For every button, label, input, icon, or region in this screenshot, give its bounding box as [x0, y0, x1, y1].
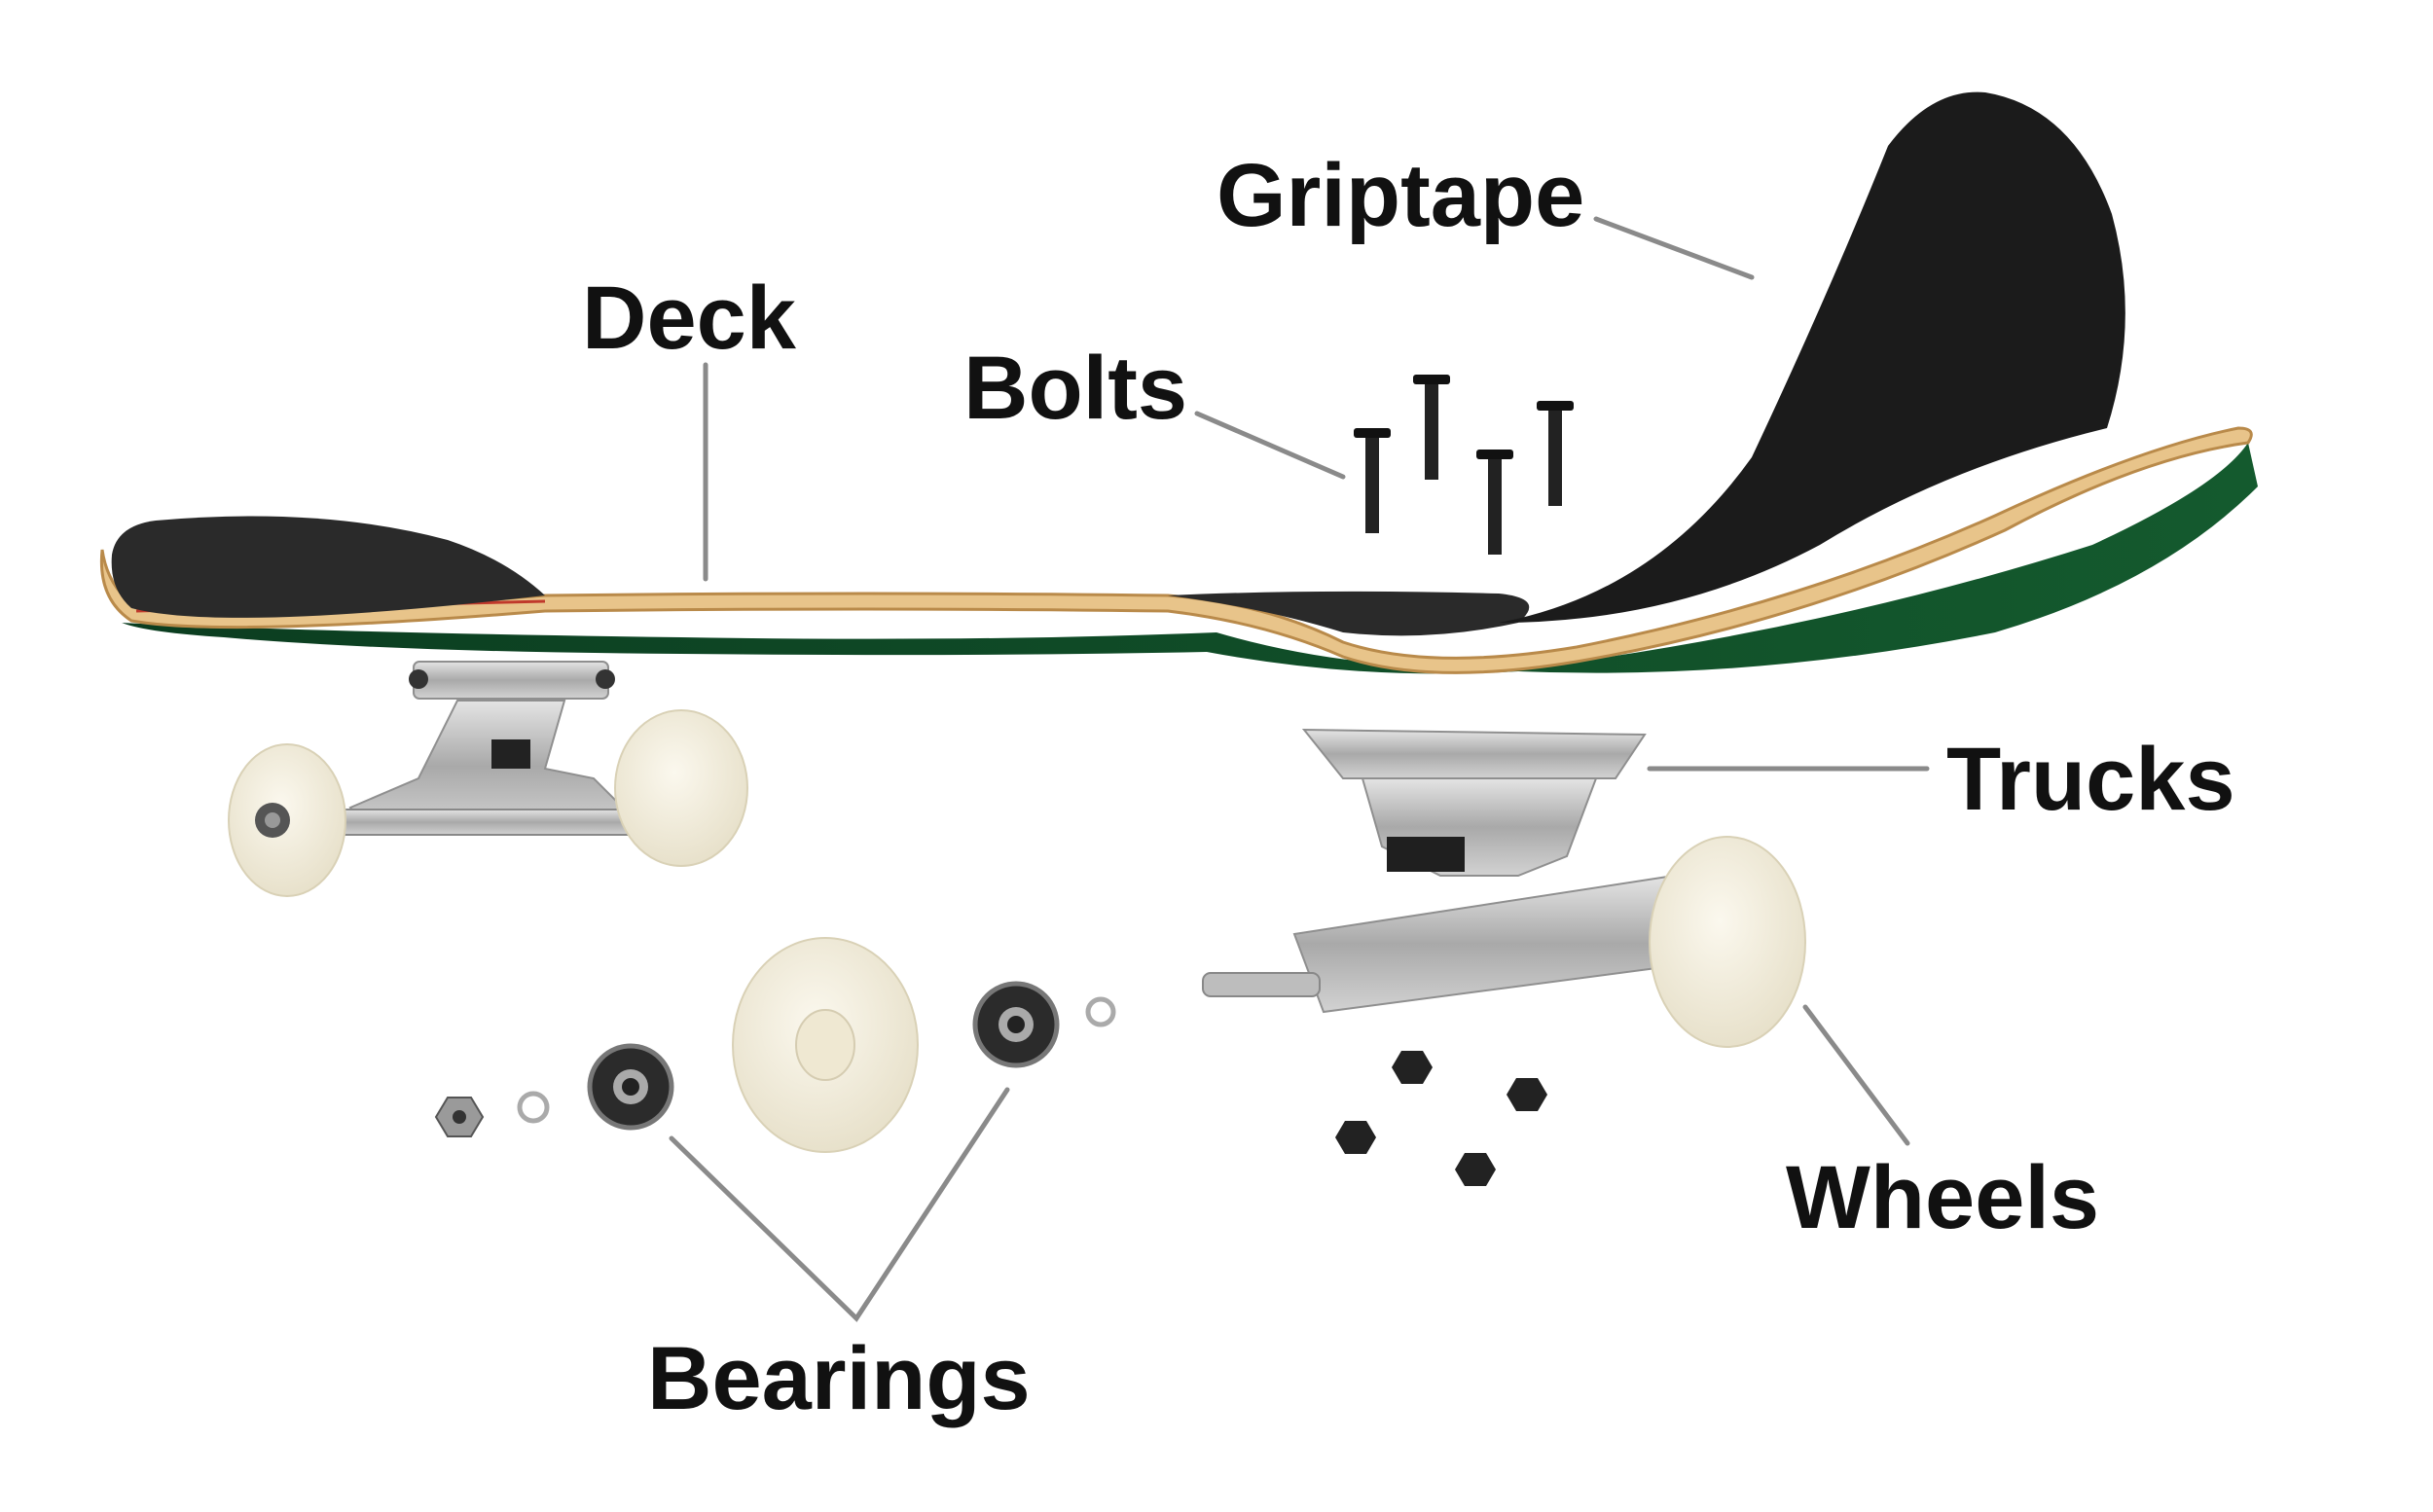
truck-bushing	[491, 739, 530, 769]
wheel	[614, 709, 748, 867]
bolt	[1537, 401, 1574, 506]
mid-griptape	[1168, 591, 1530, 636]
label-bearings: Bearings	[647, 1329, 1031, 1428]
washer	[1085, 996, 1116, 1027]
bolt	[1476, 450, 1513, 555]
label-deck: Deck	[582, 269, 797, 368]
exploded-parts	[434, 937, 1547, 1186]
bearings-leader	[669, 1087, 1010, 1322]
wheels-leader	[1802, 1004, 1910, 1146]
washer	[517, 1091, 550, 1124]
nut	[1392, 1051, 1433, 1084]
front-truck-assembly	[228, 661, 748, 897]
leader-lines	[669, 216, 1930, 1322]
truck-axle-body	[1292, 874, 1695, 1014]
bolts-leader	[1194, 411, 1346, 480]
label-wheels: Wheels	[1786, 1148, 2099, 1247]
label-bolts: Bolts	[963, 339, 1187, 438]
wheel	[1649, 836, 1806, 1048]
rear-truck-assembly	[1202, 728, 1806, 1048]
bolt	[1413, 375, 1450, 480]
nut	[1507, 1078, 1547, 1111]
bolt	[1354, 428, 1391, 533]
truck-bushing	[1387, 837, 1465, 872]
deck-wood-edge	[99, 426, 2253, 674]
griptape-leader	[1593, 216, 1755, 280]
truck-baseplate	[1301, 728, 1647, 779]
nut	[1335, 1121, 1376, 1154]
truck-axle	[320, 809, 663, 836]
truck-axle	[1202, 972, 1321, 997]
deck	[99, 426, 2258, 674]
griptape-sheet	[1499, 91, 2125, 624]
label-trucks: Trucks	[1946, 730, 2235, 829]
nut	[1455, 1153, 1496, 1186]
label-griptape: Griptape	[1216, 146, 1584, 245]
truck-baseplate	[413, 661, 609, 700]
bolts	[1354, 375, 1574, 555]
nose-griptape	[111, 516, 546, 618]
